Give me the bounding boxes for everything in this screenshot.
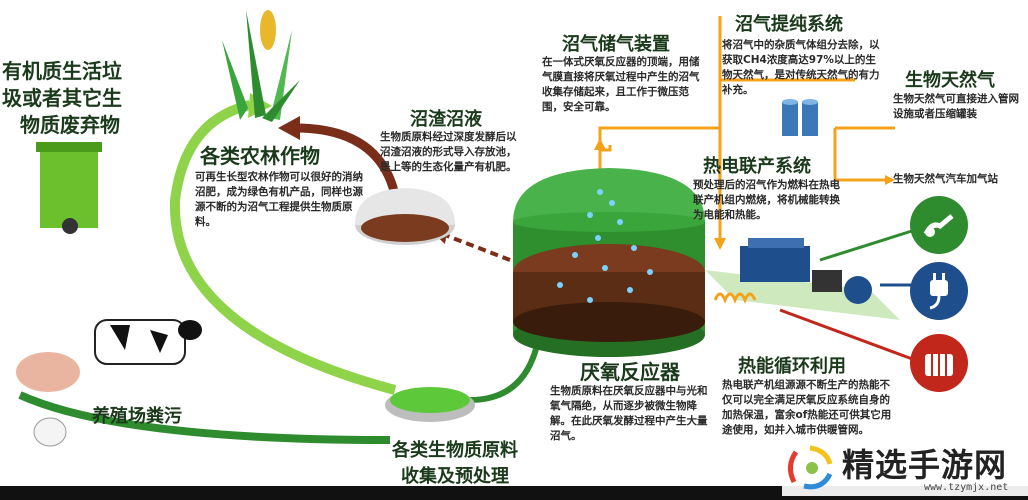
chp-title: 热电联产系统 [703,156,811,177]
anaerobic-reactor [513,168,705,357]
manure-title: 养殖场粪污 [92,406,182,427]
biogas-bubbles [557,189,653,303]
reactor-desc: 生物质原料在厌氧反应器中与光和氧气隔绝，从而逐步被微生物降解。在此厌氧发酵过程中… [550,385,708,442]
flow-arrowhead-residue [278,116,300,140]
organic-waste-label: 有机质生活垃 圾或者其它生 物质废弃物 [2,58,132,139]
trash-bin [36,142,102,234]
bottom-bar [0,486,1028,500]
power-plug-icon [910,262,968,320]
residue-storage-pool [355,188,455,245]
arrowhead-orange-1 [594,138,606,150]
chp-desc: 预处理后的沼气作为燃料在热电联产机组内燃烧，将机械能转换为电能和热能。 [693,179,840,221]
collection-title: 各类生物质原料 收集及预处理 [392,436,518,488]
biogas-desc: 生物天然气可直接进入管网设施或者压缩罐装 [893,93,1019,120]
organic-waste-line1: 有机质生活垃 [2,59,122,83]
station-label: 生物天然气汽车加气站 [893,173,998,185]
crop-plant [222,10,300,122]
flow-arrow-manure-to-collection [18,391,391,444]
arrowhead-engine [714,238,726,250]
heat-title: 热能循环利用 [738,356,846,377]
organic-waste-line3: 物质废弃物 [20,113,120,137]
flow-arrow-gas-right [598,16,722,145]
watermark-text: 精选手游网 [842,446,1008,484]
heat-desc: 热电联产机组源源不断生产的热能不仅可以完全满足厌氧反应系统自身的加热保温，富余o… [722,379,892,436]
biogas-title: 生物天然气 [905,70,995,91]
fuel-pump-icon [910,196,968,254]
radiator-icon [910,334,968,392]
chp-engine [705,238,900,320]
collection-pool [385,387,475,422]
purify-title: 沼气提纯系统 [735,14,843,35]
flow-arrow-to-station [833,128,885,182]
watermark-url: www.tzymjx.net [924,482,1009,493]
purify-desc: 将沼气中的杂质气体组分去除，以获取CH4浓度高达97%以上的生物天然气，是对传统… [722,39,880,96]
line-to-fuel-icon [819,228,916,262]
residue-desc: 生物质原料经过深度发酵后以沼渣沼液的形式导入存放池，是上等的生态化量产有机肥。 [380,131,517,173]
storage-desc: 在一体式厌氧反应器的顶端，用储气膜直接将厌氧过程中产生的沼气收集存储起来，且工作… [542,56,700,113]
crops-desc: 可再生长型农林作物可以很好的消纳沼肥，成为绿色有机产品，同样也源源不断的为沼气工… [195,171,363,228]
crops-title: 各类农林作物 [200,144,320,168]
reactor-title: 厌氧反应器 [580,360,680,384]
collection-title-line2: 收集及预处理 [401,466,509,487]
flow-dashed-reactor-to-residue [444,233,511,262]
watermark: 精选手游网 www.tzymjx.net [782,438,1028,496]
watermark-logo-icon [788,445,833,490]
collection-title-line1: 各类生物质原料 [392,440,518,461]
flow-arrow-waste-down [40,235,65,360]
line-to-heat-icon [779,308,916,362]
livestock-group [16,319,202,447]
residue-title: 沼渣沼液 [410,109,482,130]
arrowhead-station [885,175,895,185]
flow-arrow-collection-to-crops [169,100,397,395]
purification-tanks [782,99,818,136]
storage-title: 沼气储气装置 [562,34,670,55]
flow-arrow-residue-to-crops [299,123,400,197]
organic-waste-line2: 圾或者其它生 [2,86,122,110]
